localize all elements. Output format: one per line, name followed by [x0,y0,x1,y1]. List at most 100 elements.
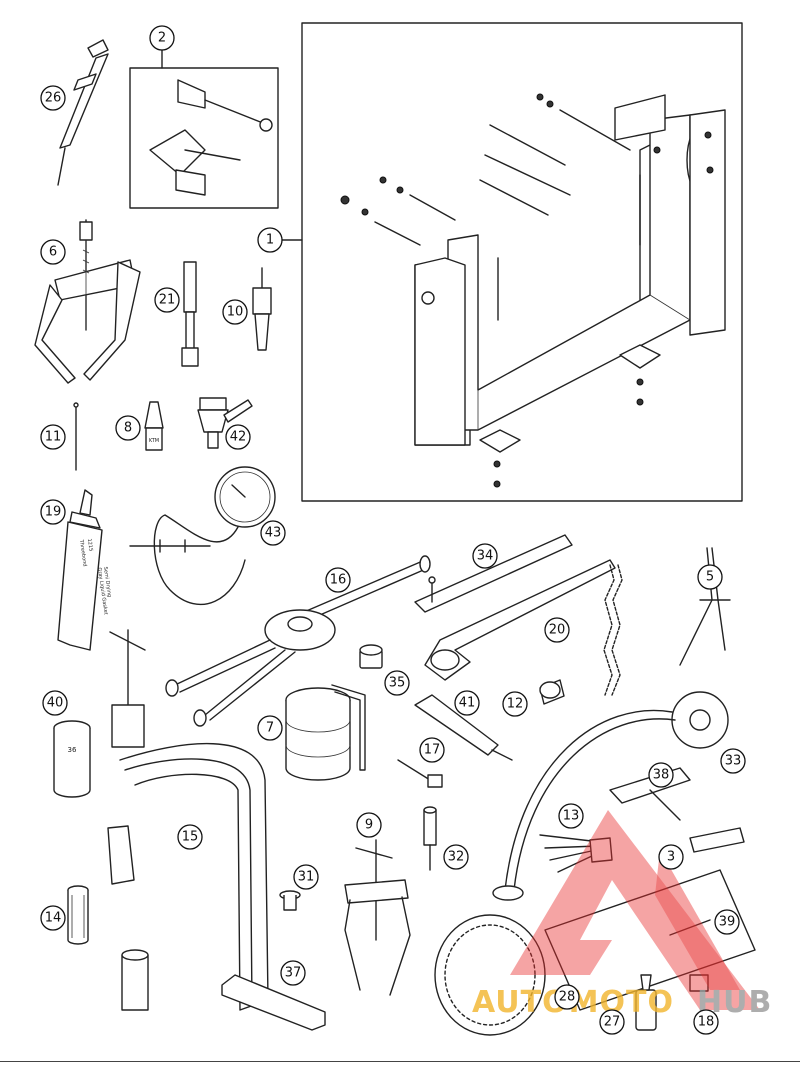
svg-text:20: 20 [549,623,566,638]
callout-9: 9 [356,812,382,838]
stand-frame [447,114,691,431]
tube-code: 1215 [86,538,94,551]
svg-text:34: 34 [477,549,494,564]
callout-39: 39 [714,909,740,935]
item-12-plug [539,679,565,705]
item-35-socket [359,644,383,669]
item-19-sealant-tube: Threebond 1215 Gray Liquid Gasket Semi D… [57,489,112,651]
svg-text:7: 7 [266,721,274,736]
item-13-feeler-gauge [539,834,613,873]
svg-text:39: 39 [719,915,736,930]
svg-text:15: 15 [182,830,199,845]
svg-text:8: 8 [124,421,132,436]
svg-text:42: 42 [230,430,247,445]
svg-text:19: 19 [45,505,62,520]
item-18-plug [689,974,709,992]
callout-6: 6 [40,239,66,265]
plug-label: KTM [149,438,159,444]
item-40-socket: 36 [53,720,91,798]
callout-8: 8 [115,415,141,441]
callout-43: 43 [260,520,286,546]
item-2-bolts [129,49,279,209]
svg-text:32: 32 [448,850,465,865]
callout-1: 1 [257,227,283,253]
svg-text:37: 37 [285,966,302,981]
svg-text:17: 17 [424,743,441,758]
callout-10: 10 [222,299,248,325]
item-8-plug: KTM [144,401,164,451]
bottom-rule [0,1061,800,1062]
socket-size: 36 [68,746,77,754]
svg-text:12: 12 [507,697,524,712]
svg-text:5: 5 [706,570,714,585]
callout-14: 14 [40,905,66,931]
svg-text:31: 31 [298,870,315,885]
svg-text:2: 2 [158,31,166,46]
automotohub-watermark: AUTOMOTO HUB [472,810,771,1020]
item-42-valve [197,397,253,449]
item-41-tool [414,694,513,761]
svg-text:6: 6 [49,245,57,260]
callout-35: 35 [384,670,410,696]
callout-16: 16 [325,567,351,593]
item-7-ring-compressor [285,684,366,781]
item-21-tool [181,261,199,367]
callout-15: 15 [177,824,203,850]
callout-3: 3 [658,844,684,870]
svg-text:11: 11 [45,430,62,445]
svg-text:43: 43 [265,526,282,541]
callout-12: 12 [502,691,528,717]
item-2-box [129,67,279,209]
callout-33: 33 [720,748,746,774]
item-10-tool [252,267,272,351]
callout-17: 17 [419,737,445,763]
callout-34: 34 [472,543,498,569]
watermark-triangle [510,810,760,1010]
item-27-bottle [635,974,657,1031]
item-34-wrench [414,534,573,613]
callout-42: 42 [225,424,251,450]
svg-text:3: 3 [667,850,675,865]
engine-stand-frame-box [301,22,743,502]
item-33-dial-gauge [492,691,729,901]
item-14-filter [67,885,89,945]
svg-text:10: 10 [227,305,244,320]
callout-2: 2 [149,25,175,51]
callout-32: 32 [443,844,469,870]
callout-19: 19 [40,499,66,525]
svg-text:14: 14 [45,911,62,926]
item-26-syringe [57,39,109,186]
callout-27: 27 [599,1009,625,1035]
item-31-plug [279,890,301,911]
svg-text:16: 16 [330,573,347,588]
item-16-puller [165,555,431,727]
callout-31: 31 [293,864,319,890]
svg-text:9: 9 [365,818,373,833]
item-20-chain-wrench [424,559,623,696]
callout-21: 21 [154,287,180,313]
item-6-puller [34,219,141,384]
svg-text:21: 21 [159,293,176,308]
callout-5: 5 [697,564,723,590]
callout-37: 37 [280,960,306,986]
svg-text:38: 38 [653,768,670,783]
callout-26: 26 [40,85,66,111]
svg-text:41: 41 [459,696,476,711]
svg-text:33: 33 [725,754,742,769]
svg-text:27: 27 [604,1015,621,1030]
callout-28: 28 [554,984,580,1010]
callout-41: 41 [454,690,480,716]
callout-11: 11 [40,424,66,450]
svg-text:35: 35 [389,676,406,691]
callout-40: 40 [42,690,68,716]
item-37-bar [221,974,326,1031]
tube-desc-2: Semi Drying [102,566,112,597]
tube-brand: Threebond [78,538,88,566]
item-32-tool [423,806,437,871]
svg-text:18: 18 [698,1015,715,1030]
item-39-handle [544,869,756,1011]
svg-text:26: 26 [45,91,62,106]
item-11-pin [73,402,79,471]
